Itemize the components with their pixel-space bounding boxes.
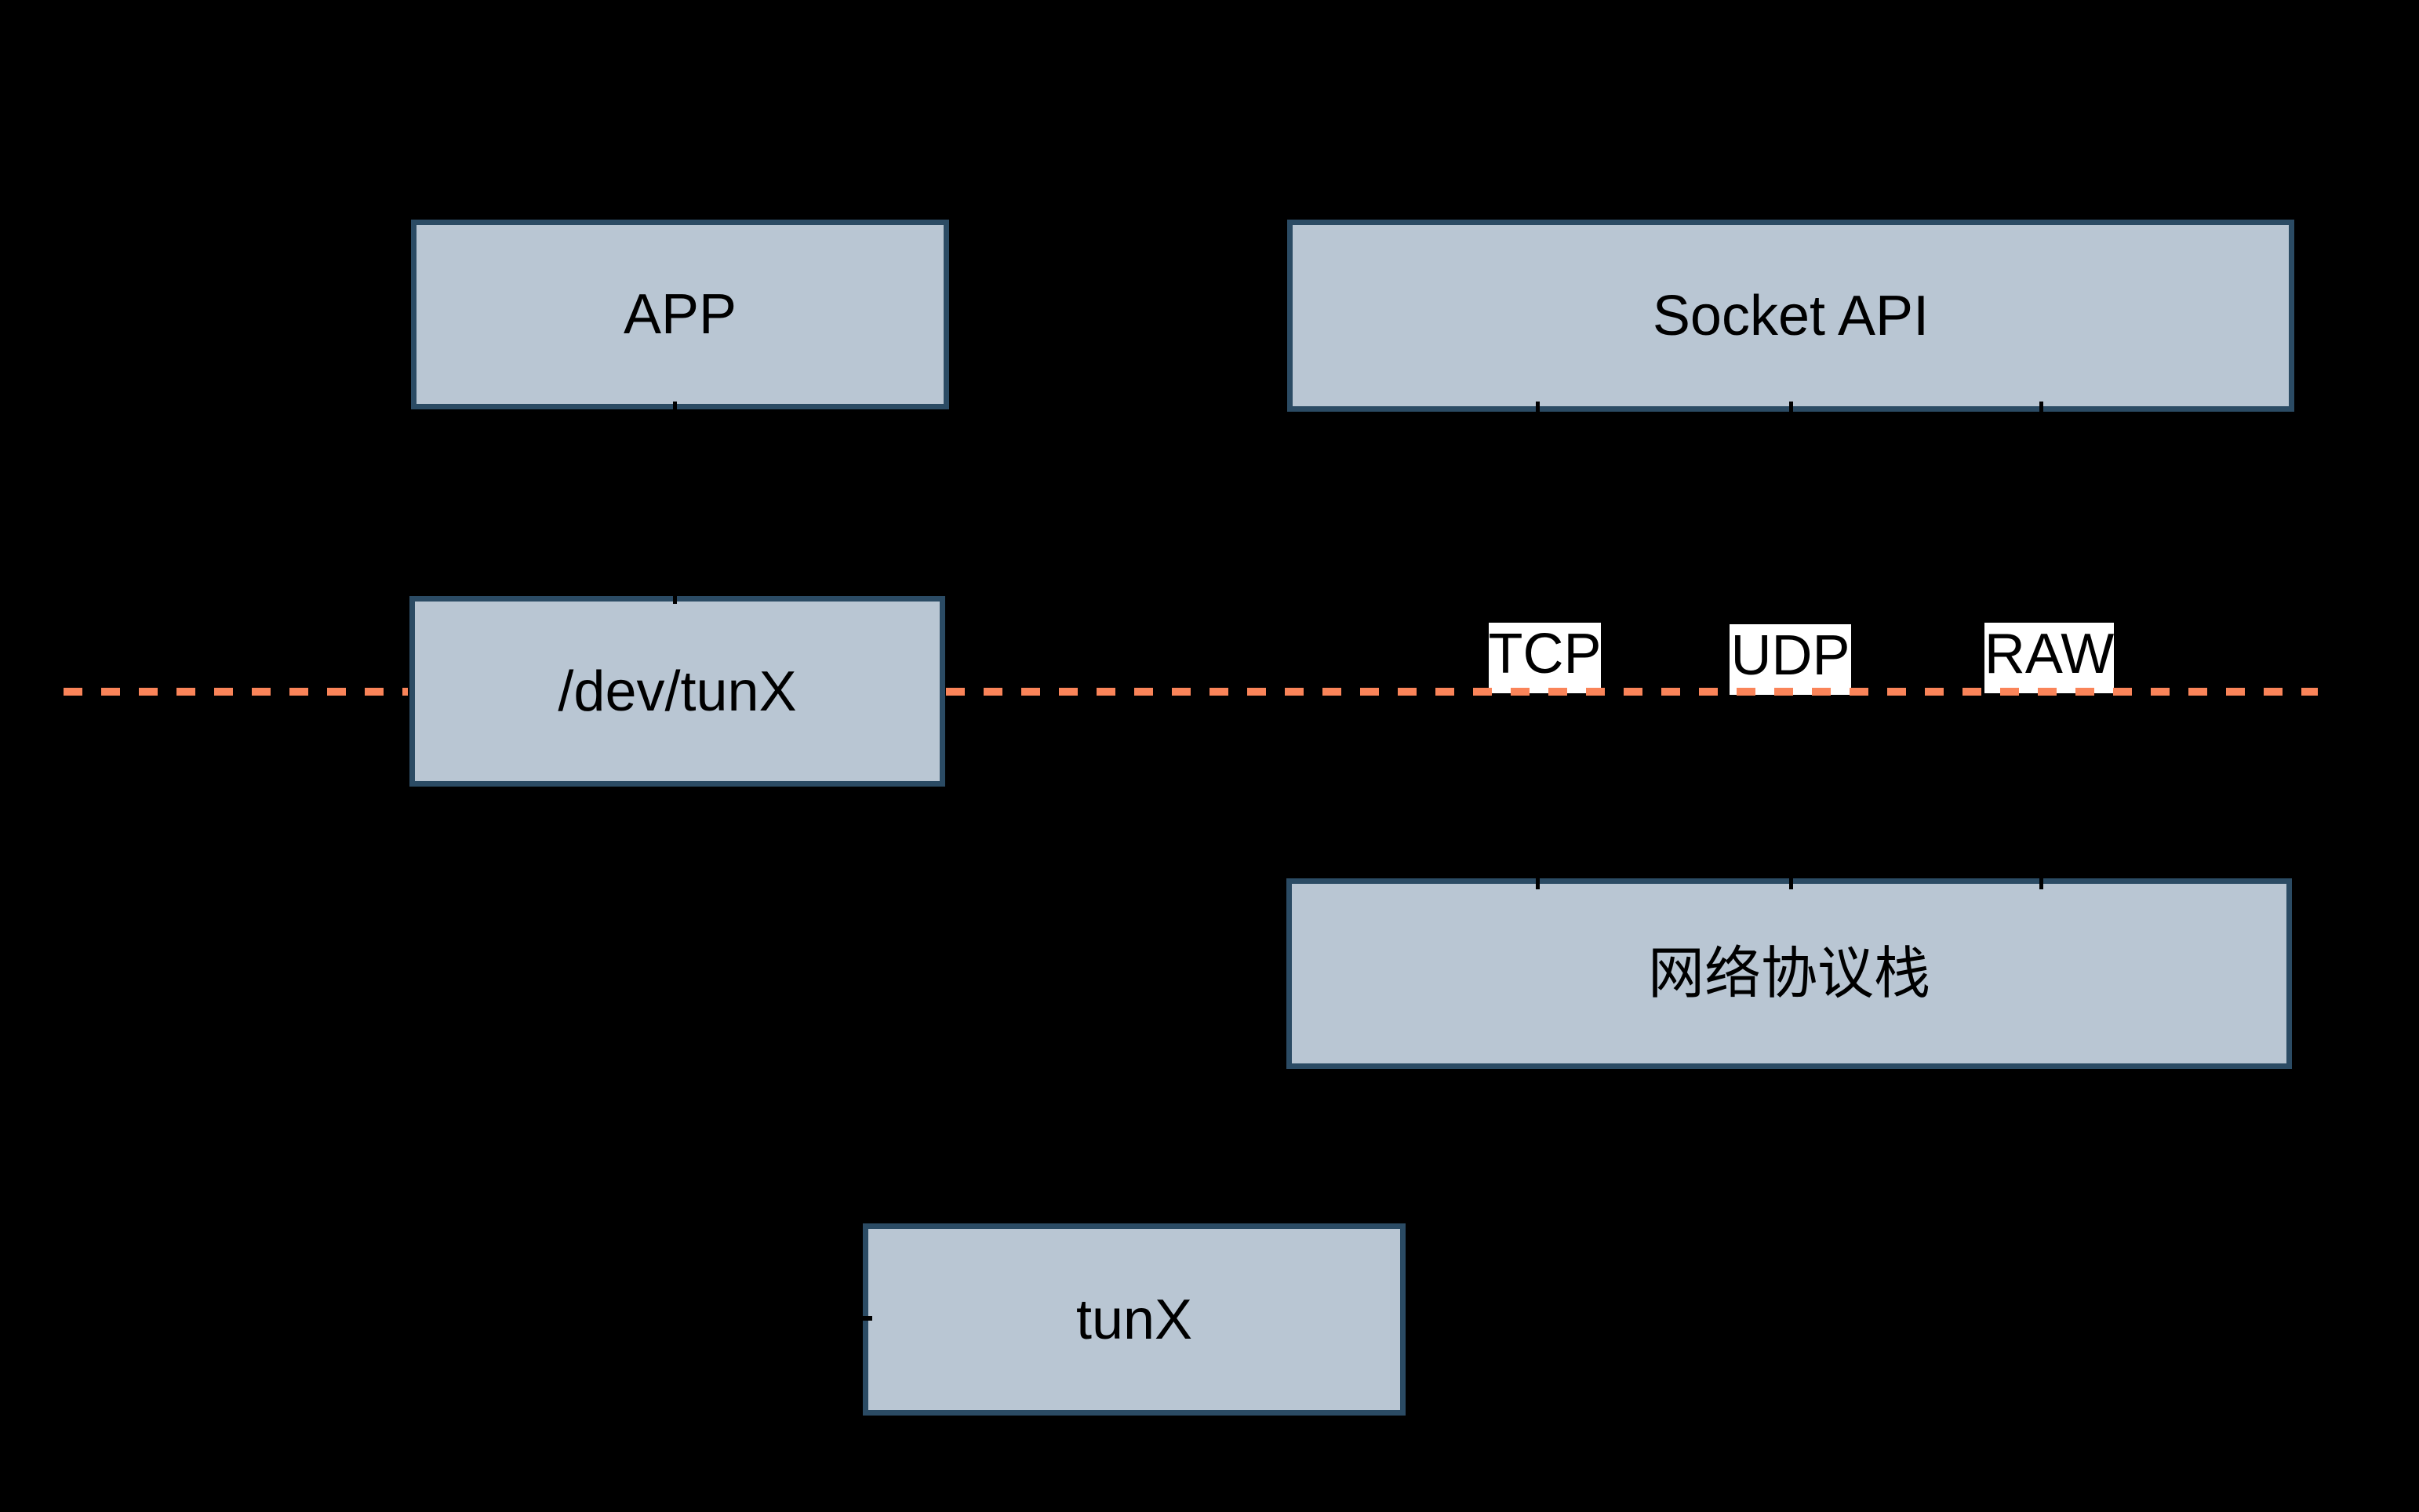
node-socket-api-label: Socket API (1652, 284, 1930, 347)
node-network-protocol-stack-label: 网络协议栈 (1647, 942, 1930, 1005)
node-tunx-label: tunX (1075, 1288, 1193, 1351)
connector-app-to-devtunx (673, 402, 677, 604)
node-dev-tunx: /dev/tunX (409, 596, 945, 787)
node-app-label: APP (623, 283, 737, 346)
node-tunx: tunX (863, 1223, 1406, 1416)
boundary-dashed-line-left-segment (64, 688, 408, 696)
port-label-udp: UDP (1730, 624, 1851, 695)
node-app: APP (411, 220, 949, 409)
port-label-raw: RAW (1984, 623, 2114, 693)
node-dev-tunx-label: /dev/tunX (558, 660, 797, 723)
node-socket-api: Socket API (1287, 220, 2294, 412)
port-label-tcp: TCP (1489, 623, 1602, 693)
node-network-protocol-stack: 网络协议栈 (1286, 878, 2292, 1069)
boundary-dashed-line-right-segment (946, 688, 2318, 696)
connector-into-tunx (800, 1316, 872, 1321)
